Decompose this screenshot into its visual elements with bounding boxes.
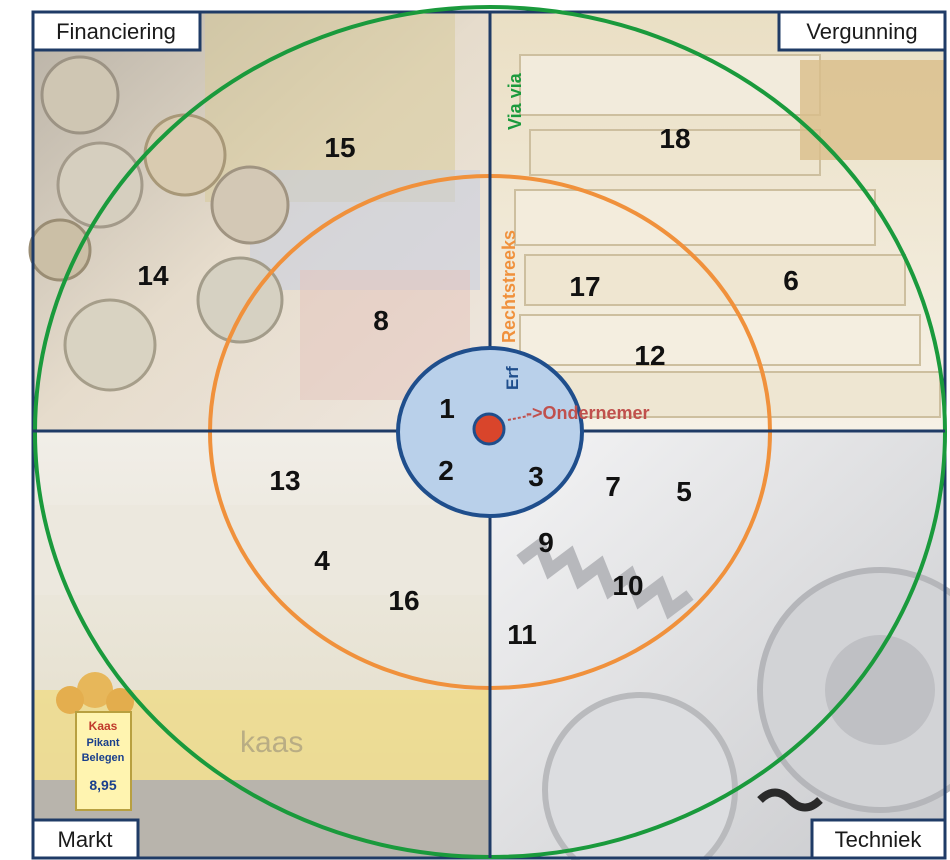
cheese-sign-line2: Pikant xyxy=(86,737,119,749)
kaas-banner-text: kaas xyxy=(240,726,303,759)
background-markt: Kaas Pikant Belegen 8,95 kaas xyxy=(33,431,490,858)
number-15: 15 xyxy=(324,132,355,163)
ring-label-rechtstreeks: Rechtstreeks xyxy=(499,230,519,343)
number-10: 10 xyxy=(612,570,643,601)
center-dot xyxy=(474,414,504,444)
number-17: 17 xyxy=(569,271,600,302)
cheese-sign-line1: Kaas xyxy=(89,719,118,733)
number-9: 9 xyxy=(538,527,554,558)
number-11: 11 xyxy=(507,619,537,650)
background-financiering xyxy=(30,12,490,431)
number-7: 7 xyxy=(605,471,621,502)
cheese-sign-price: 8,95 xyxy=(89,777,116,793)
number-12: 12 xyxy=(634,340,665,371)
number-16: 16 xyxy=(388,585,419,616)
ring-label-erf: Erf xyxy=(503,366,522,390)
quadrant-label-techniek: Techniek xyxy=(835,827,923,852)
number-18: 18 xyxy=(659,123,690,154)
quadrant-label-markt: Markt xyxy=(58,827,113,852)
number-6: 6 xyxy=(783,265,799,296)
quadrant-label-financiering: Financiering xyxy=(56,19,176,44)
number-5: 5 xyxy=(676,476,692,507)
number-2: 2 xyxy=(438,455,454,486)
number-13: 13 xyxy=(269,465,300,496)
number-3: 3 xyxy=(528,461,544,492)
number-1: 1 xyxy=(439,393,455,424)
cheese-sign-line3: Belegen xyxy=(82,752,125,764)
number-8: 8 xyxy=(373,305,389,336)
number-4: 4 xyxy=(314,545,330,576)
quadrant-label-vergunning: Vergunning xyxy=(806,19,917,44)
background-vergunning xyxy=(490,12,945,431)
center-label-ondernemer: ->Ondernemer xyxy=(526,403,650,423)
background-techniek xyxy=(490,431,950,860)
ring-label-via-via: Via via xyxy=(505,72,525,130)
number-14: 14 xyxy=(137,260,169,291)
